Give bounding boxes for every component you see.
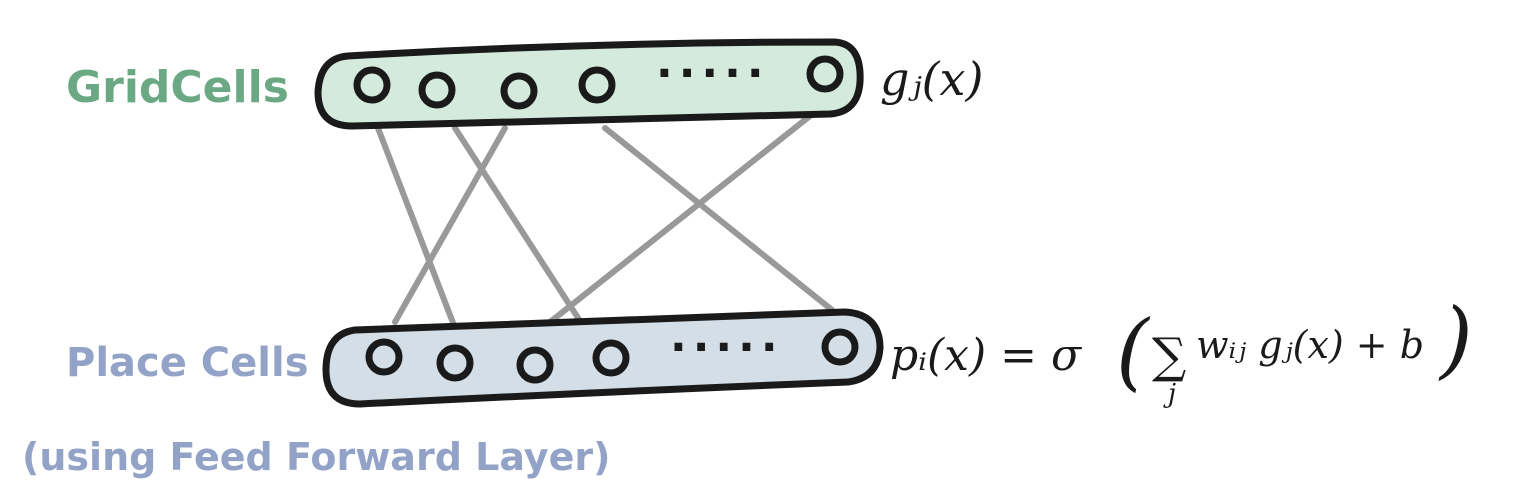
neuron-icon xyxy=(806,55,844,93)
neuron-icon xyxy=(516,346,554,384)
grid-cells-label: GridCells xyxy=(66,62,289,113)
place-ellipsis: ····· xyxy=(670,322,784,373)
place-formula-terms: wᵢⱼ gⱼ(x) + b xyxy=(1196,323,1424,367)
connection-line xyxy=(392,125,508,325)
neuron-icon xyxy=(365,338,403,376)
open-paren: ( xyxy=(1116,302,1151,400)
connection-line xyxy=(542,109,818,329)
place-formula-lhs: pᵢ(x) = σ xyxy=(890,330,1083,381)
close-paren: ) xyxy=(1438,290,1473,388)
connection-line xyxy=(452,125,585,327)
connections xyxy=(375,109,835,331)
neuron-icon xyxy=(500,72,538,110)
grid-ellipsis: ····· xyxy=(656,48,770,99)
neuron-icon xyxy=(418,71,456,109)
neuron-icon xyxy=(436,344,474,382)
place-layer-box xyxy=(322,308,884,408)
neuron-icon xyxy=(353,66,391,104)
connection-line xyxy=(602,125,835,313)
grid-layer-box xyxy=(314,38,864,130)
neuron-icon xyxy=(578,66,616,104)
place-cells-layer: ····· xyxy=(322,308,884,408)
grid-cells-layer: ····· xyxy=(314,38,864,130)
connection-line xyxy=(375,125,458,331)
place-cells-label: Place Cells xyxy=(66,340,309,386)
neuron-icon xyxy=(592,339,630,377)
neuron-icon xyxy=(821,328,859,366)
feed-forward-note: (using Feed Forward Layer) xyxy=(22,435,610,479)
sum-symbol: ∑ xyxy=(1152,328,1186,384)
grid-formula: gⱼ(x) xyxy=(880,52,983,106)
